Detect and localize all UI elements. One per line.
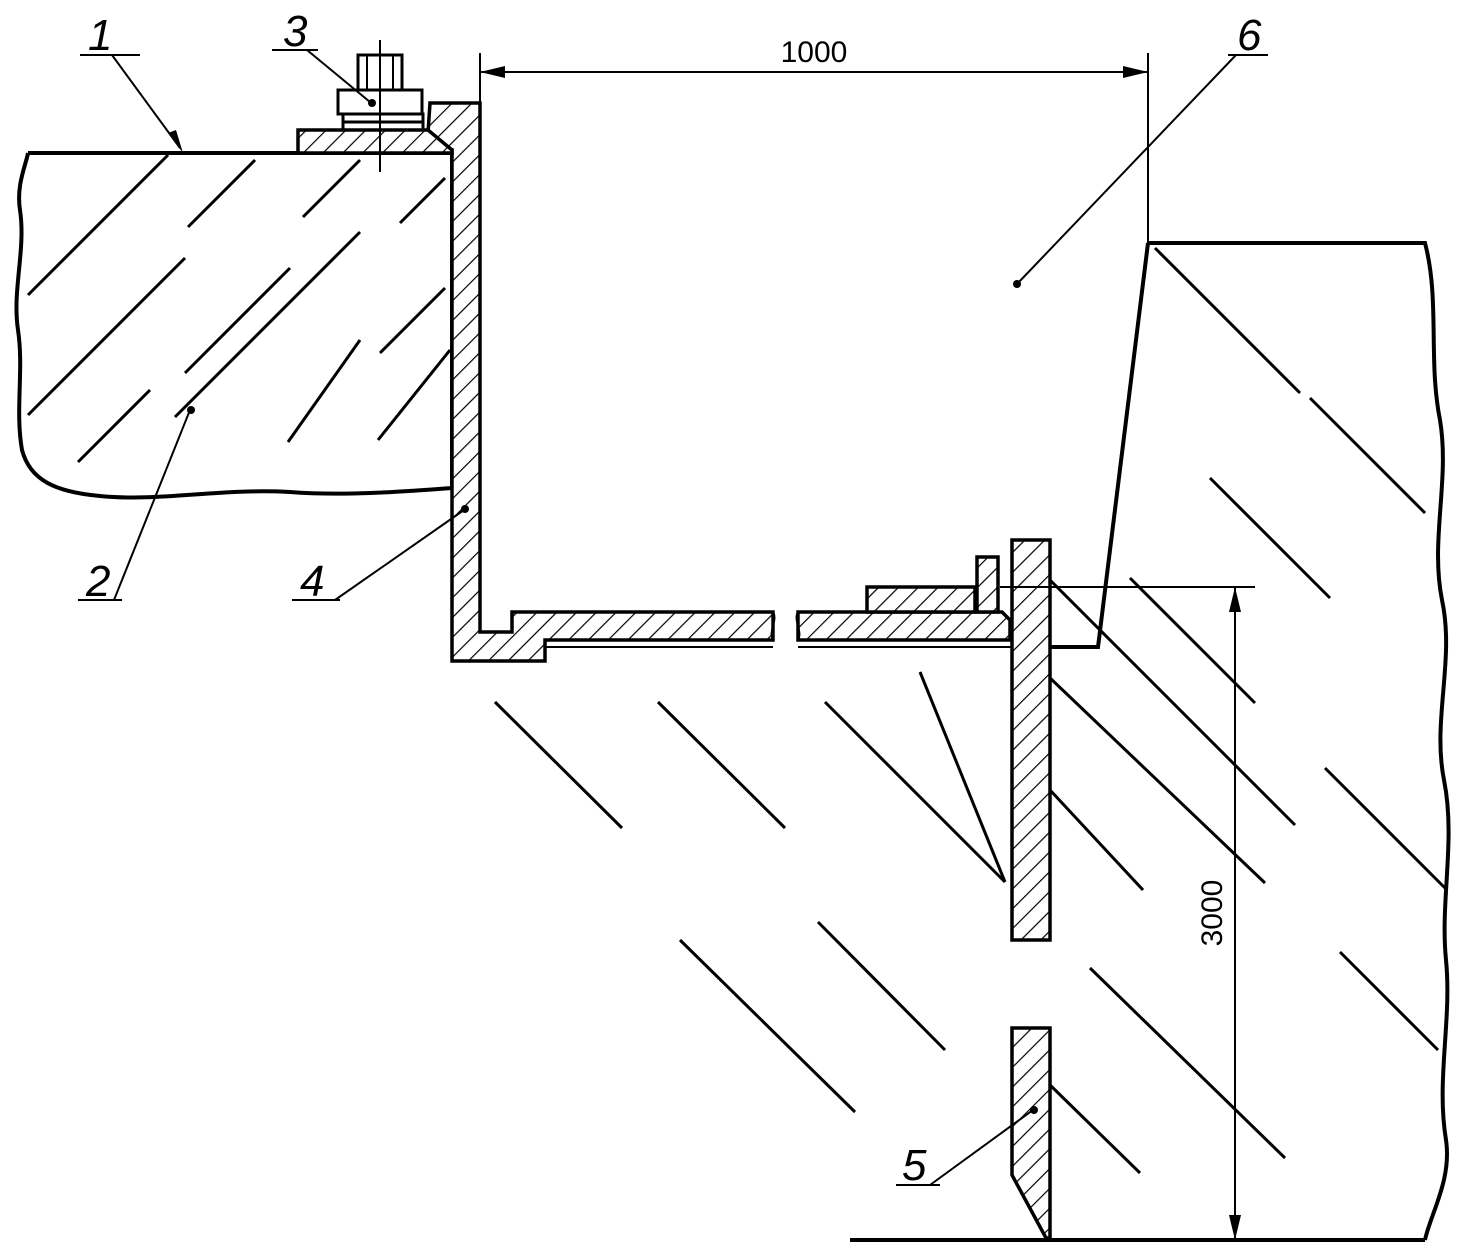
label-4: 4 <box>300 557 324 606</box>
left-hatching <box>26 153 452 464</box>
dimension-width: 1000 <box>479 36 1149 243</box>
break-marks <box>770 611 801 641</box>
bolt-part-3 <box>336 40 425 172</box>
right-soil <box>493 241 1451 1242</box>
pile-part-5 <box>1010 538 1052 1240</box>
label-2: 2 <box>85 557 110 606</box>
right-plate <box>796 555 1012 648</box>
left-embankment <box>14 151 454 500</box>
dimension-depth-text: 3000 <box>1196 880 1229 947</box>
dimension-width-text: 1000 <box>781 36 848 69</box>
right-hatching <box>493 246 1447 1175</box>
dimension-depth: 3000 <box>1000 586 1255 1240</box>
label-3: 3 <box>283 7 308 56</box>
label-6: 6 <box>1237 11 1262 60</box>
label-1: 1 <box>88 11 112 60</box>
leader-lines <box>78 49 1268 1186</box>
label-5: 5 <box>902 1141 927 1190</box>
